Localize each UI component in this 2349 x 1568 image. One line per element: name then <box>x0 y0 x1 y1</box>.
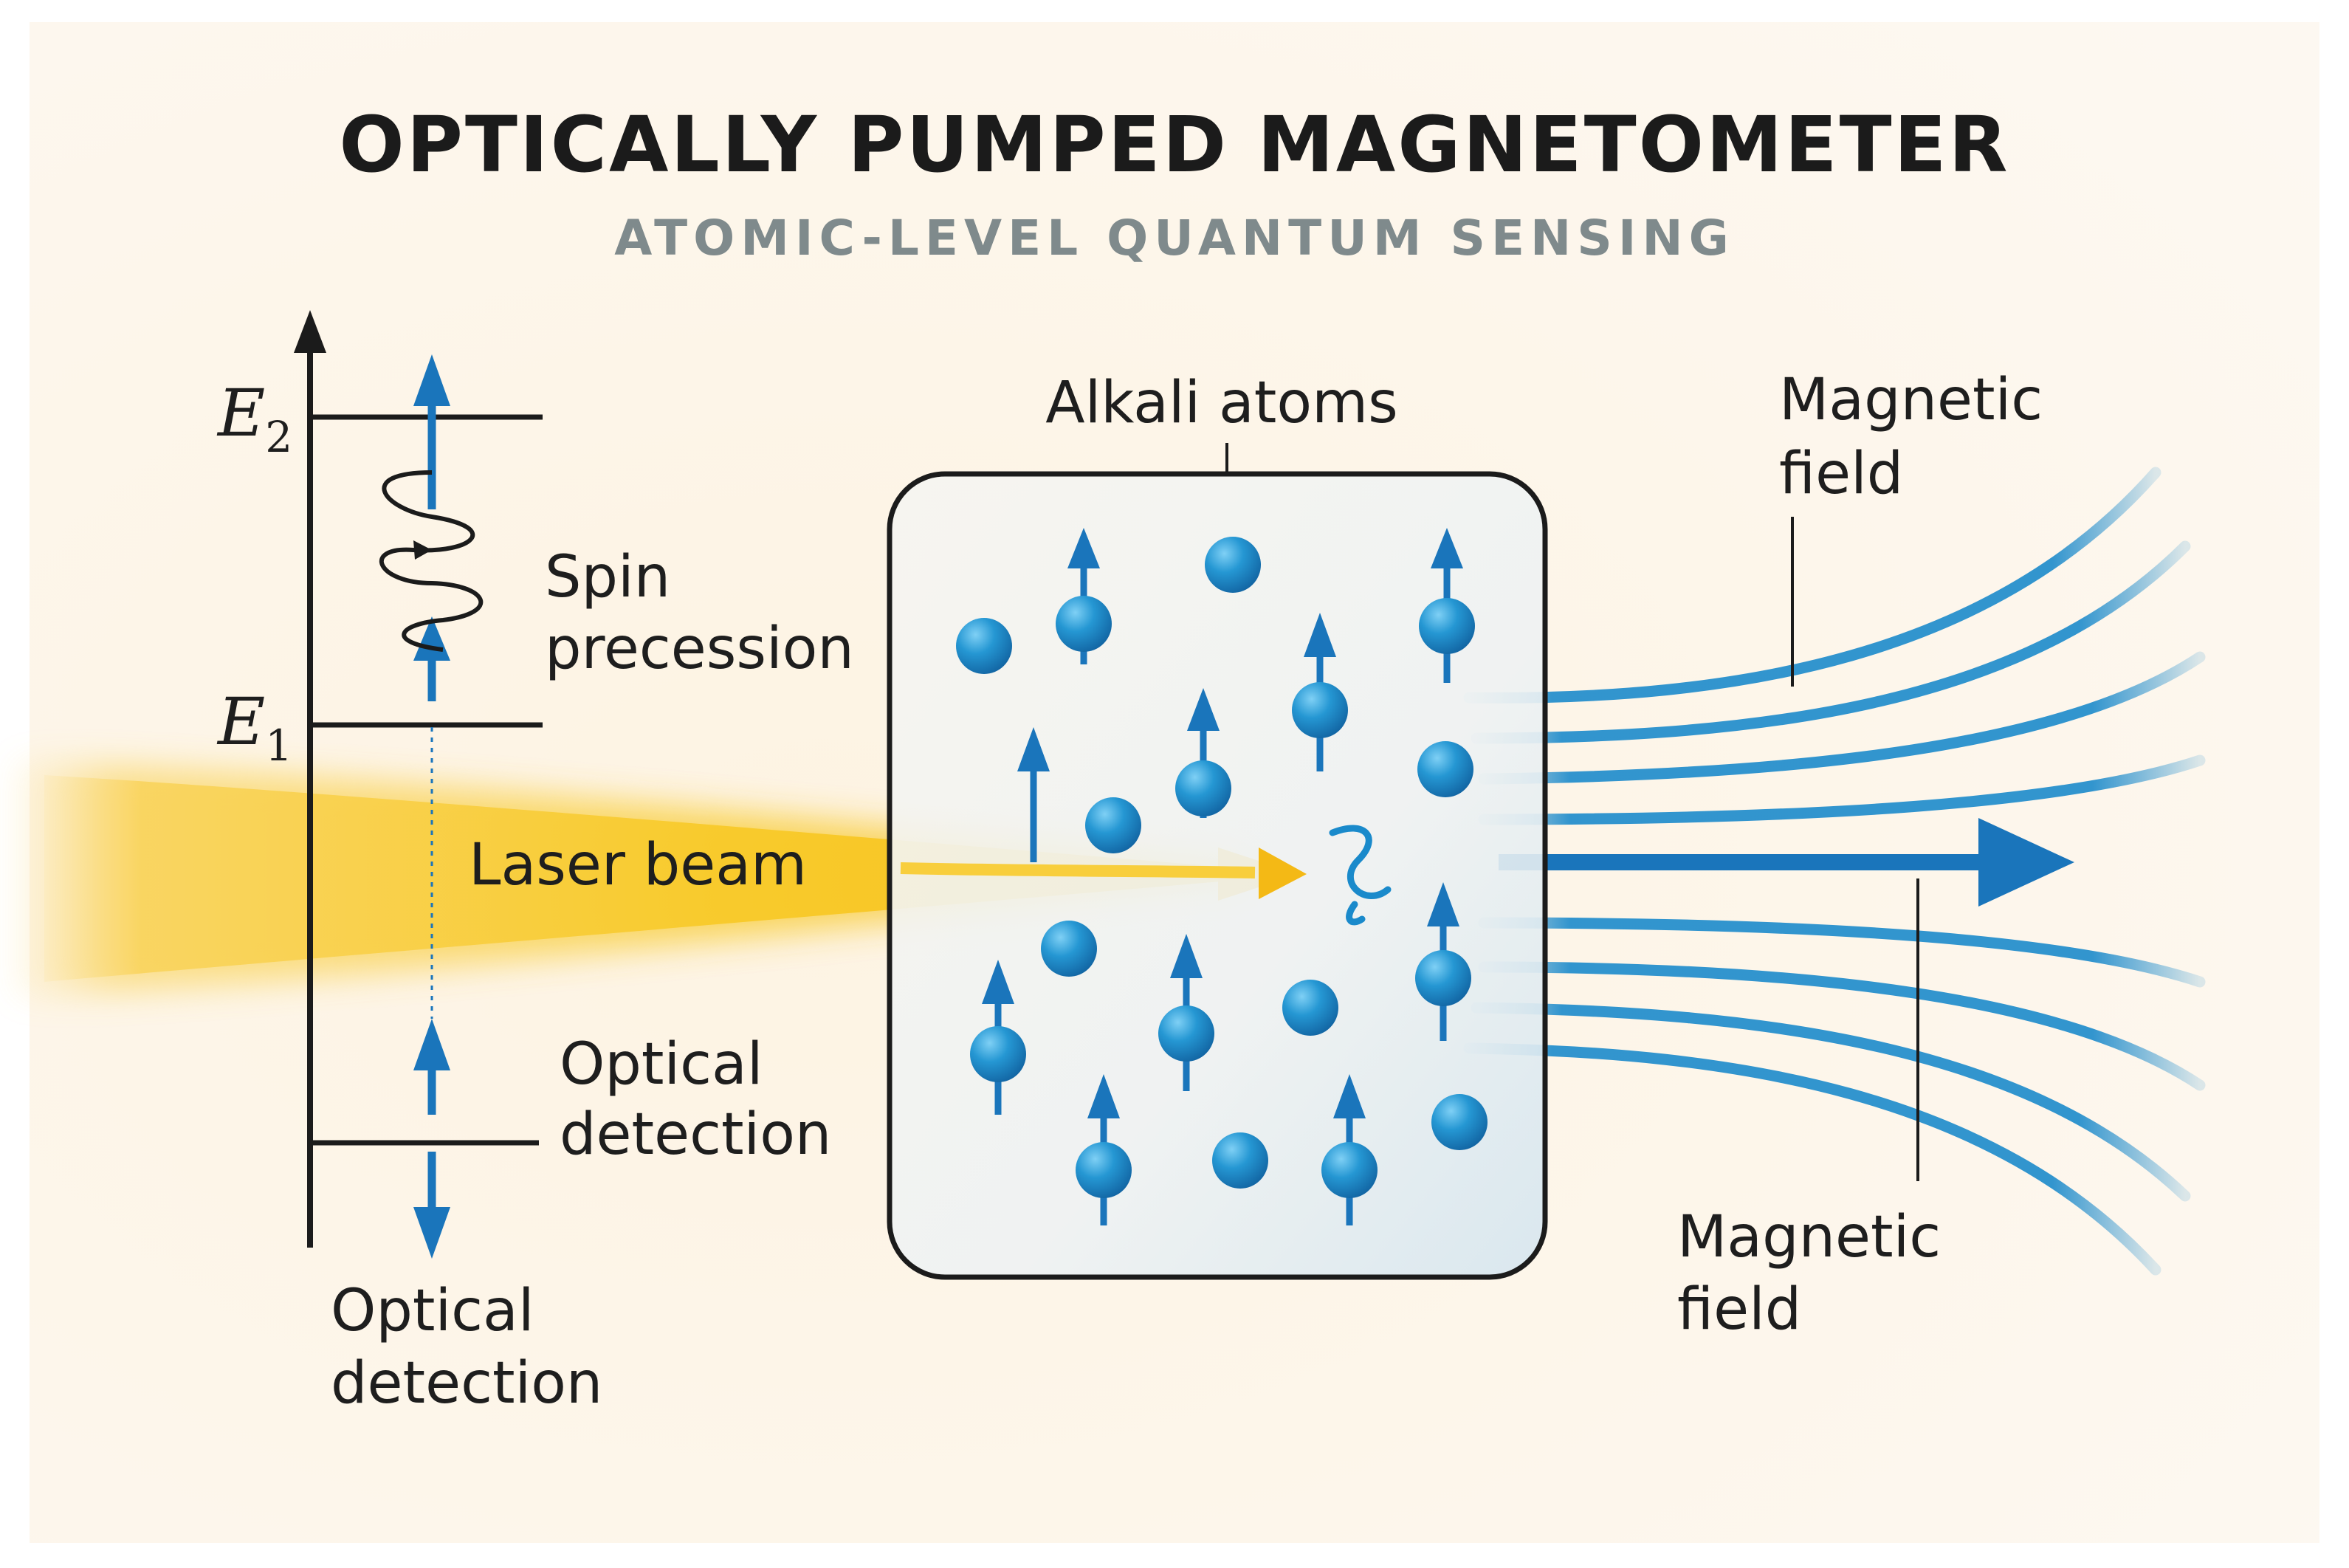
laser-beam-in-cell <box>900 862 1256 878</box>
field-line-bottom-2 <box>1478 961 2206 1091</box>
atom-icon <box>1085 797 1141 853</box>
field-line-top-4 <box>1478 754 2206 825</box>
spin-precession-label-1: Spin <box>545 544 670 611</box>
field-line-bottom-4 <box>1463 1042 2161 1276</box>
optical-detection-mid-label-1: Optical <box>560 1031 763 1098</box>
cell-spiral-icon <box>1329 825 1392 926</box>
optical-detection-bottom-label-2: detection <box>331 1350 602 1417</box>
optical-detection-bottom-label-1: Optical <box>331 1278 534 1344</box>
alkali-atoms-label: Alkali atoms <box>1045 370 1397 436</box>
spiral-icon <box>379 470 484 652</box>
atom-icon <box>1205 537 1261 593</box>
field-line-top-2 <box>1471 540 2191 744</box>
magnetic-field-bottom-label-2: field <box>1677 1276 1801 1343</box>
field-line-bottom-1 <box>1478 917 2206 988</box>
spin-atom-icon <box>1415 882 1471 1041</box>
level-e1-label: E1 <box>216 684 292 771</box>
field-line-top-3 <box>1478 651 2206 785</box>
laser-beam-label: Laser beam <box>469 832 807 898</box>
magnetic-field-lines <box>1463 467 2206 1276</box>
energy-diagram: E2 E1 Spin precession Laser beam Optical… <box>216 310 854 1417</box>
spin-arrow-icon <box>1017 727 1050 862</box>
magnetic-field-top-label-1: Magnetic <box>1779 367 2043 433</box>
magnetic-field-bottom-label-1: Magnetic <box>1677 1204 1941 1270</box>
spin-precession-label-2: precession <box>545 616 854 682</box>
page-title: OPTICALLY PUMPED MAGNETOMETER <box>339 100 2009 190</box>
axis-up-arrow-icon <box>294 310 326 353</box>
lower-up-arrowhead-icon <box>413 1019 450 1070</box>
spin-atom-icon <box>1158 934 1214 1091</box>
atom-icon <box>1417 741 1473 797</box>
atom-icon <box>956 618 1012 674</box>
atom-icon <box>1041 921 1097 977</box>
atom-icon <box>1431 1094 1488 1150</box>
bottom-down-arrowhead-icon <box>413 1207 450 1259</box>
spin-atom-icon <box>1076 1074 1132 1225</box>
upper-up-arrowhead-icon <box>413 354 450 406</box>
laser-tip-icon <box>1259 847 1307 899</box>
atoms-group <box>956 537 1488 1189</box>
main-field-arrow-icon <box>1499 818 2074 907</box>
spin-atom-icon <box>1175 688 1231 818</box>
page-subtitle: ATOMIC-LEVEL QUANTUM SENSING <box>614 210 1735 267</box>
level-e2-label: E2 <box>216 375 292 462</box>
spin-atom-icon <box>1321 1074 1378 1225</box>
spin-atom-icon <box>1056 528 1112 664</box>
atom-icon <box>1282 980 1338 1036</box>
field-line-top-1 <box>1463 467 2161 704</box>
optical-detection-mid-label-2: detection <box>560 1101 831 1168</box>
field-line-bottom-3 <box>1471 1002 2191 1202</box>
spin-atoms-group <box>970 528 1475 1225</box>
spin-atom-icon <box>970 960 1026 1115</box>
spin-atom-icon <box>1419 528 1475 683</box>
spin-atom-icon <box>1292 613 1348 771</box>
magnetic-field-top-label-2: field <box>1779 441 1903 507</box>
spiral-arrowhead-icon <box>413 540 432 560</box>
atom-icon <box>1212 1132 1268 1189</box>
